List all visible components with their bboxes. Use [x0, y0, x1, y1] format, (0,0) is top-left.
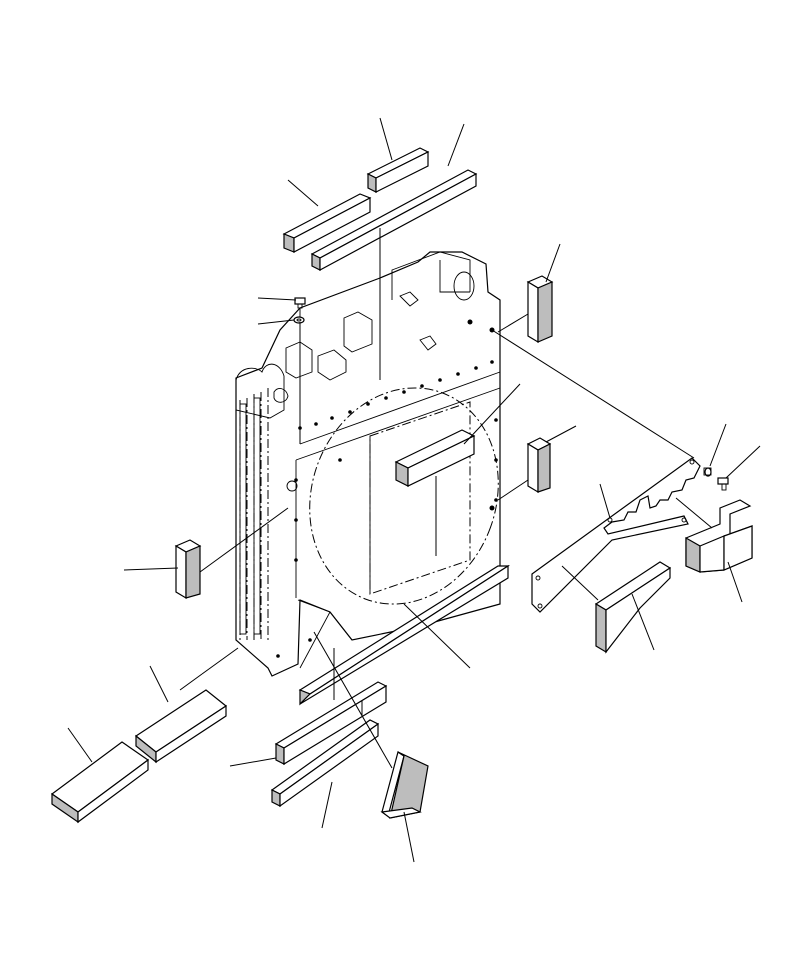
- right-seal-block-upper: [526, 275, 554, 344]
- screw-small: [703, 467, 712, 477]
- bottom-seal-upper: [274, 681, 388, 766]
- wedge-pad: [380, 751, 429, 819]
- right-seal-block-lower: [526, 437, 552, 494]
- top-seal-left: [282, 193, 372, 253]
- left-seal-block: [174, 539, 202, 600]
- top-seal-short: [366, 147, 430, 193]
- top-seal-long: [310, 169, 478, 272]
- radiator-assembly: [235, 251, 501, 677]
- cover-plate: [531, 457, 701, 613]
- center-seal-block: [394, 429, 476, 487]
- right-corner-pad: [685, 499, 753, 573]
- bottom-seal-lower: [270, 719, 380, 808]
- curved-pad: [594, 561, 672, 654]
- washer: [293, 316, 305, 324]
- flat-pad-left-upper: [134, 689, 228, 764]
- leader-lines: [67, 117, 761, 863]
- bolt: [294, 297, 306, 309]
- bottom-tapered-strip: [298, 564, 511, 706]
- screw-bolt: [717, 477, 729, 491]
- flat-pad-left-lower: [50, 741, 150, 824]
